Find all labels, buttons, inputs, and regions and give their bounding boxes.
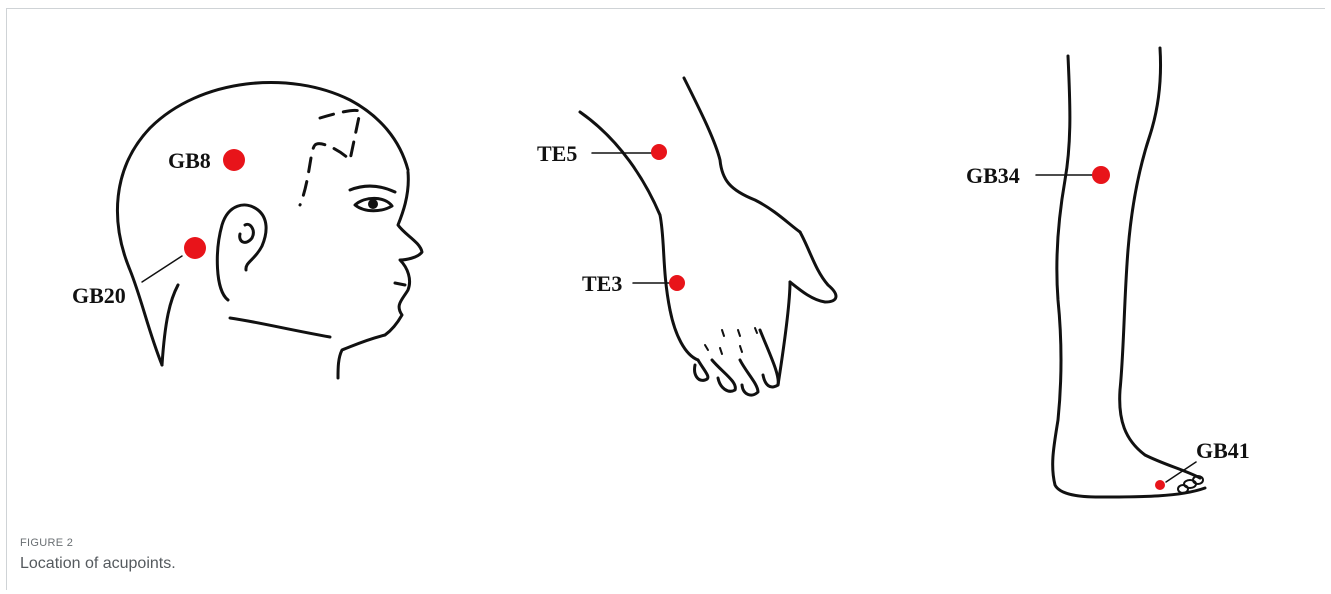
eyebrow — [350, 186, 395, 192]
gb8-dot — [223, 149, 245, 171]
palm-edge — [670, 310, 698, 360]
te3-label: TE3 — [582, 271, 622, 296]
neck-back — [162, 285, 178, 365]
te5-dot — [651, 144, 667, 160]
gb20-label: GB20 — [72, 283, 126, 308]
gb8-label: GB8 — [168, 148, 211, 173]
leg-left-outline — [1053, 56, 1205, 497]
gb34-label: GB34 — [966, 163, 1020, 188]
leader-lines — [142, 153, 1196, 482]
figure-label: FIGURE 2 — [20, 537, 73, 549]
acupoint-dots — [184, 144, 1165, 490]
gb41-label: GB41 — [1196, 438, 1250, 463]
face-profile — [338, 172, 422, 378]
te3-dot — [669, 275, 685, 291]
ear — [217, 205, 266, 300]
gb20-leader — [142, 256, 182, 282]
mouth — [395, 283, 405, 285]
thumb — [790, 232, 836, 302]
jaw-line — [230, 318, 330, 337]
hand-lower — [778, 282, 790, 385]
finger-2 — [712, 360, 735, 391]
ear-inner — [240, 224, 254, 242]
te5-label: TE5 — [537, 141, 577, 166]
eye-pupil — [368, 199, 378, 209]
gb20-dot — [184, 237, 206, 259]
finger-3 — [740, 360, 758, 395]
hand-drawing — [580, 78, 836, 395]
finger-1 — [695, 360, 708, 380]
head-drawing — [117, 82, 422, 378]
leg-drawing — [1053, 48, 1205, 497]
gb41-dot — [1155, 480, 1165, 490]
leg-right-outline — [1120, 48, 1200, 478]
knuckle-marks — [705, 328, 757, 354]
gb34-dot — [1092, 166, 1110, 184]
forearm-right — [684, 78, 800, 232]
finger-4 — [760, 330, 778, 387]
figure-caption: Location of acupoints. — [20, 555, 176, 573]
